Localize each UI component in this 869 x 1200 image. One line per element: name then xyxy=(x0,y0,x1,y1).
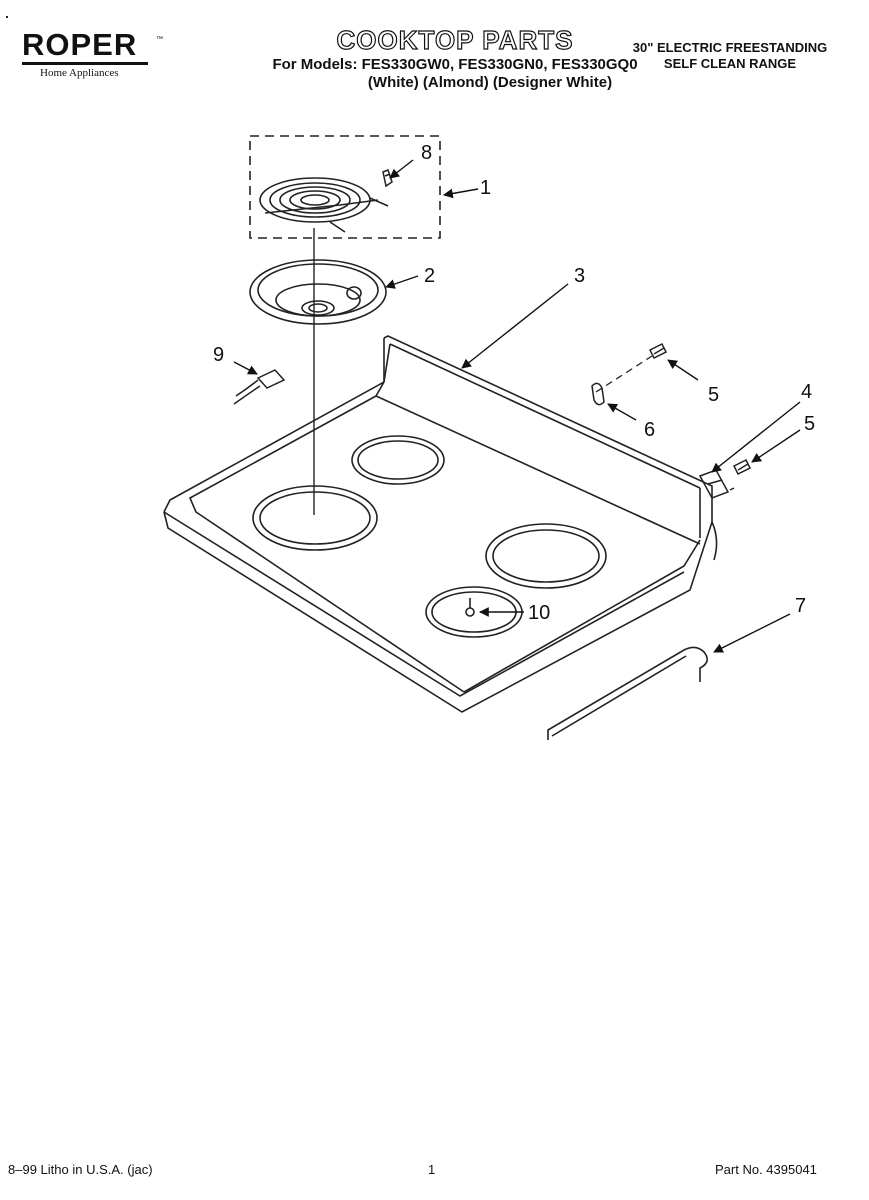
callout-9: 9 xyxy=(213,344,224,366)
callout-8: 8 xyxy=(421,142,432,164)
callout-6: 6 xyxy=(644,419,655,441)
mounting-clip xyxy=(591,382,605,406)
stray-dot xyxy=(6,16,8,18)
range-line-2: SELF CLEAN RANGE xyxy=(663,56,797,71)
surface-element-coil xyxy=(259,177,389,233)
screw-dashed-line xyxy=(595,355,653,393)
brand-tagline: Home Appliances xyxy=(40,67,119,79)
model-numbers: For Models: FES330GW0, FES330GN0, FES330… xyxy=(272,56,638,73)
footer-part-number: Part No. 4395041 xyxy=(715,1162,817,1177)
burner-opening-rear-right xyxy=(485,523,607,589)
cooktop xyxy=(163,335,718,713)
screw-lower xyxy=(732,458,752,476)
callout-5-upper: 5 xyxy=(708,384,719,406)
burner-opening-front-left xyxy=(252,485,378,551)
brand-wordmark: ROPER xyxy=(22,27,138,62)
callout-5-lower: 5 xyxy=(804,413,815,435)
callout-2: 2 xyxy=(424,265,435,287)
callout-1: 1 xyxy=(480,177,491,199)
title-block: COOKTOP PARTS For Models: FES330GW0, FES… xyxy=(250,25,660,92)
drip-bowl xyxy=(249,259,387,325)
terminal-block xyxy=(233,369,286,405)
screw-upper xyxy=(648,342,668,360)
brand-logo: ROPER ™ Home Appliances xyxy=(22,27,163,79)
trademark-symbol: ™ xyxy=(156,36,163,43)
burner-opening-rear-left xyxy=(351,435,445,485)
callout-10: 10 xyxy=(528,602,550,624)
page-title: COOKTOP PARTS xyxy=(336,25,574,55)
model-colors: (White) (Almond) (Designer White) xyxy=(367,74,613,91)
terminal-clip xyxy=(382,169,393,188)
callout-3: 3 xyxy=(574,265,585,287)
footer-page-number: 1 xyxy=(428,1162,436,1177)
range-description: 30" ELECTRIC FREESTANDING SELF CLEAN RAN… xyxy=(600,40,860,72)
hinge-bracket xyxy=(698,469,735,499)
element-assembly-box xyxy=(249,135,441,239)
callout-7: 7 xyxy=(795,595,806,617)
leader-arrows xyxy=(233,159,801,653)
callout-4: 4 xyxy=(801,381,812,403)
range-line-1: 30" ELECTRIC FREESTANDING xyxy=(632,40,828,55)
brand-rule xyxy=(22,62,148,65)
footer-litho: 8–99 Litho in U.S.A. (jac) xyxy=(8,1162,153,1177)
support-rod xyxy=(547,646,708,740)
